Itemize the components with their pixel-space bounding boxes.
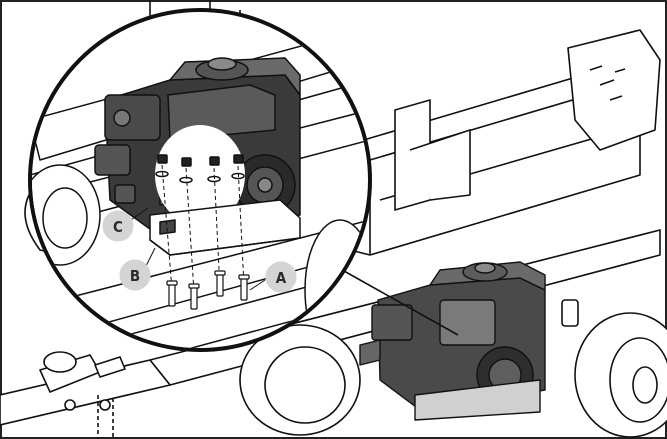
hydraulic-cap bbox=[561, 299, 579, 327]
oil-drain-plug bbox=[114, 184, 136, 204]
callout-c-label: C bbox=[113, 218, 123, 236]
callout-b-label: B bbox=[130, 267, 140, 285]
callout-c: C bbox=[102, 210, 134, 242]
recoil-starter bbox=[94, 144, 131, 176]
air-cleaner bbox=[104, 94, 161, 141]
air-cleaner-small bbox=[439, 299, 496, 346]
engine-assembly-installed bbox=[359, 261, 546, 421]
magnifier-leader-line bbox=[327, 261, 459, 336]
callout-b: B bbox=[119, 259, 151, 291]
mounting-bolts bbox=[166, 270, 250, 310]
bolt-alignment-lines bbox=[161, 164, 245, 293]
callout-a-label: A bbox=[276, 269, 287, 287]
base-cutaway bbox=[155, 125, 245, 225]
end-plate bbox=[567, 29, 661, 151]
hitch-coupler bbox=[39, 351, 126, 411]
safety-chain bbox=[97, 395, 114, 439]
callout-a: A bbox=[265, 261, 297, 293]
